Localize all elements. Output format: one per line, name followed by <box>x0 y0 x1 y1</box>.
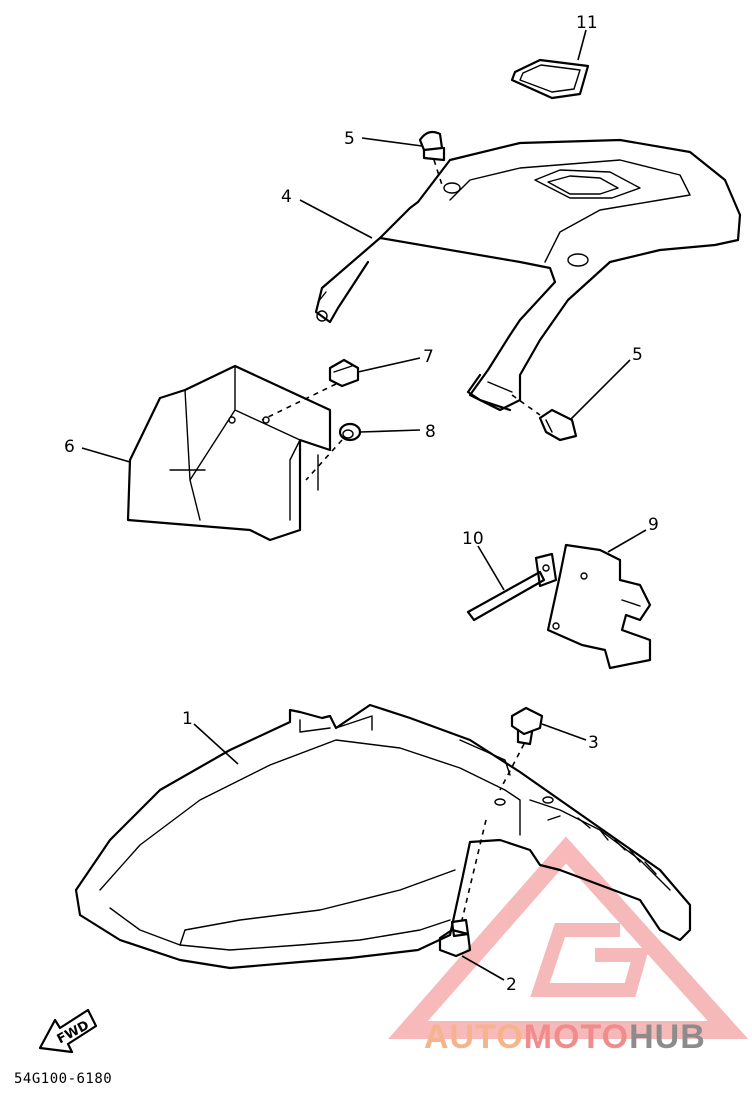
watermark-part-hub: HUB <box>629 1018 706 1056</box>
diagram-code: 54G100-6180 <box>14 1071 113 1087</box>
part-1-rear-fender <box>74 703 692 970</box>
part-5-right-bolt <box>511 394 578 442</box>
part-5-top-bolt <box>418 130 446 186</box>
part-11-gasket <box>510 58 590 100</box>
part-9-plate <box>546 543 652 670</box>
watermark-part-moto: MOTO <box>523 1018 630 1056</box>
callout-7: 7 <box>423 347 434 367</box>
callout-4: 4 <box>281 187 292 207</box>
callout-10: 10 <box>462 529 484 549</box>
part-6-inner-flap <box>126 364 332 542</box>
callout-3: 3 <box>588 733 599 753</box>
callout-11: 11 <box>576 13 598 33</box>
leader-lines <box>81 29 647 981</box>
callout-6: 6 <box>64 437 75 457</box>
callouts: 11 5 4 5 7 8 6 10 9 3 1 2 <box>64 13 659 995</box>
callout-5-right: 5 <box>632 345 643 365</box>
part-3-bolt <box>499 706 544 791</box>
watermark-logo <box>388 836 749 1039</box>
part-2-bolt <box>438 819 487 958</box>
callout-5-top: 5 <box>344 129 355 149</box>
watermark-text: AUTOMOTOHUB <box>424 1018 706 1057</box>
callout-1: 1 <box>182 709 193 729</box>
callout-8: 8 <box>425 422 436 442</box>
watermark-part-auto: AUTO <box>424 1018 524 1056</box>
fwd-label: FWD <box>55 1018 92 1047</box>
part-7-bolt <box>261 358 360 421</box>
callout-9: 9 <box>648 515 659 535</box>
part-4-fender-cover <box>314 138 742 412</box>
part-8-collar <box>305 422 362 481</box>
part-10-bar <box>466 552 558 622</box>
fwd-arrow-icon: FWD <box>38 1008 98 1054</box>
callout-2: 2 <box>506 975 517 995</box>
